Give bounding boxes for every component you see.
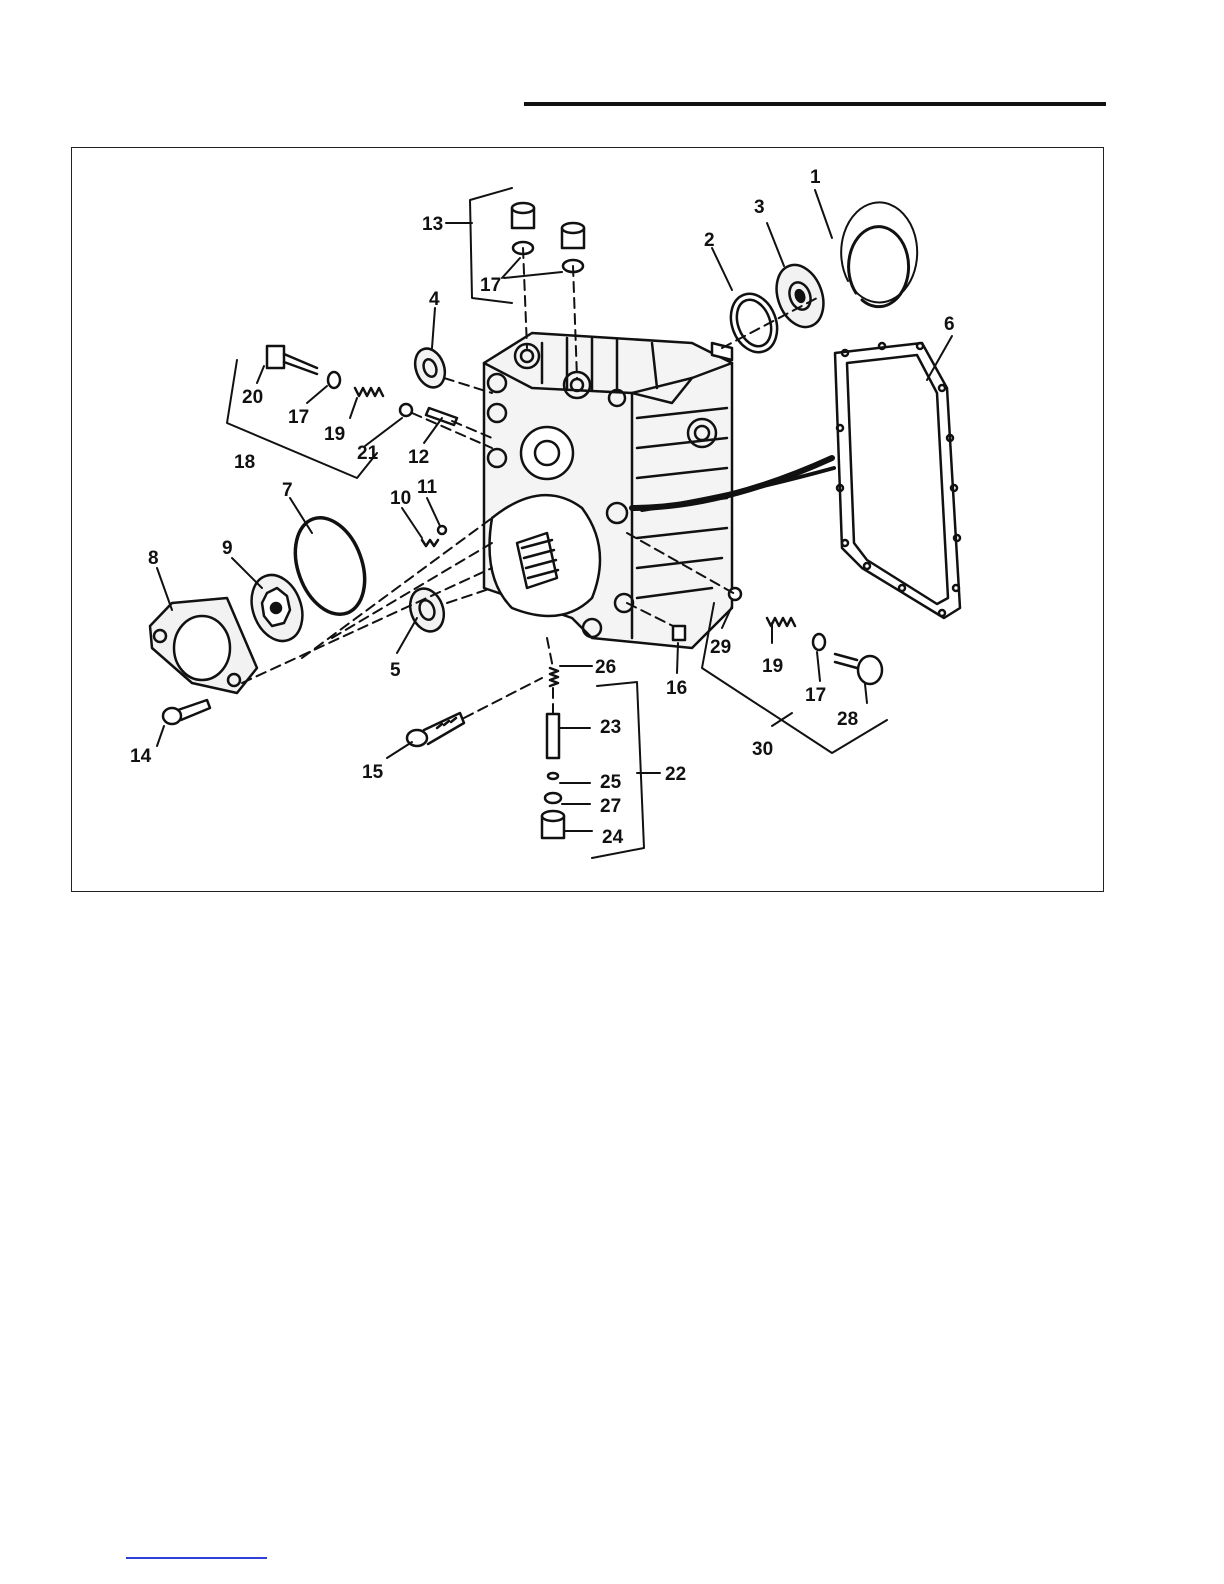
- part-1-retaining-ring: [841, 202, 917, 306]
- part-10-spring: [422, 540, 438, 546]
- callout-9: 9: [222, 538, 233, 559]
- callout-29: 29: [710, 637, 731, 658]
- callout-17-right: 17: [805, 685, 826, 706]
- callout-2: 2: [704, 230, 715, 251]
- callout-24: 24: [602, 827, 624, 848]
- part-13-plug-left: [512, 203, 534, 254]
- part-20-plug: [267, 346, 317, 374]
- callout-19-left: 19: [324, 424, 345, 445]
- callout-14: 14: [130, 746, 152, 767]
- exploded-view-figure: 1 2 3 4 5 6 7 8 9 10 11 12 13 14 15 16 1…: [71, 147, 1104, 892]
- part-6-gasket: [835, 343, 960, 618]
- callout-22: 22: [665, 764, 686, 785]
- callout-1: 1: [810, 167, 821, 188]
- callout-16: 16: [666, 678, 687, 699]
- part-15-screw: [407, 713, 464, 746]
- part-25-o-ring: [548, 773, 558, 779]
- part-16-plug: [673, 626, 685, 640]
- part-3-bearing: [768, 258, 831, 333]
- part-8-cover: [150, 598, 257, 693]
- callout-15: 15: [362, 762, 384, 783]
- part-24-plug: [542, 811, 564, 838]
- part-29-ball: [729, 588, 741, 600]
- part-4-seal: [410, 344, 450, 391]
- part-21-ball: [400, 404, 412, 416]
- part-27-o-ring: [545, 793, 561, 803]
- callout-11: 11: [417, 477, 438, 498]
- callout-12: 12: [408, 447, 429, 468]
- callout-28: 28: [837, 709, 858, 730]
- callout-21: 21: [357, 443, 379, 464]
- pump-housing: [484, 333, 834, 648]
- part-14-screw: [163, 700, 210, 724]
- part-12-pin: [426, 408, 457, 425]
- callout-10: 10: [390, 488, 411, 509]
- callout-25: 25: [600, 772, 622, 793]
- callout-19-right: 19: [762, 656, 783, 677]
- callout-8: 8: [148, 548, 159, 569]
- callout-7: 7: [282, 480, 293, 501]
- part-11-ball: [438, 526, 446, 534]
- callout-23: 23: [600, 717, 621, 738]
- part-23-spool: [547, 714, 559, 758]
- callout-17-top: 17: [480, 275, 501, 296]
- callout-26: 26: [595, 657, 616, 678]
- part-19-spring-left: [355, 388, 383, 396]
- part-26-spring: [550, 668, 558, 686]
- exploded-view-drawing: 1 2 3 4 5 6 7 8 9 10 11 12 13 14 15 16 1…: [72, 148, 1105, 893]
- callout-18: 18: [234, 452, 255, 473]
- callout-3: 3: [754, 197, 765, 218]
- part-17-o-ring-right: [813, 634, 825, 650]
- callout-27: 27: [600, 796, 621, 817]
- header-rule: [524, 102, 1106, 106]
- part-13-plug-right: [562, 223, 584, 272]
- callout-5: 5: [390, 660, 401, 681]
- callout-17-left: 17: [288, 407, 309, 428]
- footer-link-underline[interactable]: [126, 1557, 267, 1559]
- callout-4: 4: [429, 289, 440, 310]
- callout-20: 20: [242, 387, 263, 408]
- part-17-o-ring-left: [328, 372, 340, 388]
- callout-30: 30: [752, 739, 773, 760]
- callout-13: 13: [422, 214, 443, 235]
- callout-6: 6: [944, 314, 955, 335]
- part-28-plug: [835, 654, 882, 684]
